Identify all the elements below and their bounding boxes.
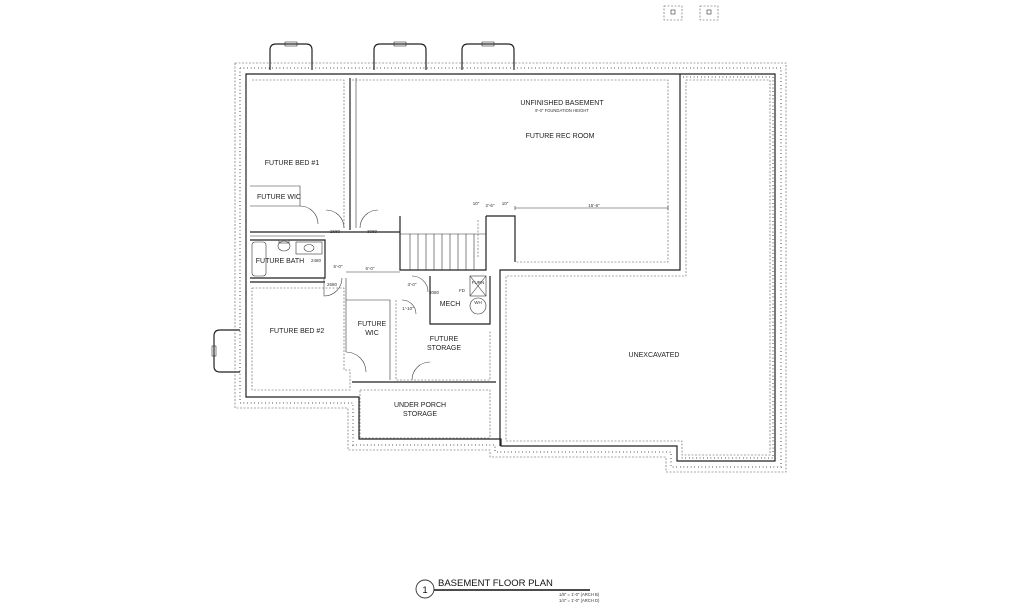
water-heater-tag: WH — [474, 300, 482, 305]
scale-line-1: 1/8" = 1'-0" (ARCH B) — [559, 592, 600, 597]
label-bed2: FUTURE BED #2 — [270, 328, 325, 335]
scale-line-2: 1/4" = 1'-0" (ARCH D) — [559, 598, 600, 603]
label-unexcavated: UNEXCAVATED — [629, 352, 680, 359]
label-wic2-line1: FUTURE — [358, 321, 387, 328]
floor-drain-tag: FD — [459, 288, 466, 293]
label-mech: MECH — [440, 301, 461, 308]
label-bed1: FUTURE BED #1 — [265, 160, 320, 167]
dim-2-6: 2'-6" — [486, 203, 495, 208]
drawing-number: 1 — [422, 585, 427, 596]
dim-2480: 2480 — [311, 258, 322, 263]
label-porch-line1: UNDER PORCH — [394, 402, 446, 409]
dim-10-a: 10" — [473, 201, 480, 206]
title-block: 1 BASEMENT FLOOR PLAN 1/8" = 1'-0" (ARCH… — [415, 578, 600, 603]
label-wic1: FUTURE WIC — [257, 194, 301, 201]
bed1-walls — [250, 79, 400, 237]
label-storage-line1: FUTURE — [430, 336, 459, 343]
label-unfinished-basement: UNFINISHED BASEMENT — [520, 100, 604, 107]
dim-5-0: 5'-0" — [334, 264, 343, 269]
lower-walls — [250, 271, 496, 439]
dim-3-0: 3'-0" — [408, 282, 417, 287]
unexcavated-area — [499, 74, 774, 459]
dim-15-6: 15'-6" — [588, 203, 600, 208]
dim-6-0: 6'-0" — [366, 266, 375, 271]
furnace-tag: FURN — [472, 280, 485, 285]
dim-10-b: 10" — [502, 201, 509, 206]
label-rec-room: FUTURE REC ROOM — [526, 133, 595, 140]
window-wells — [211, 41, 515, 373]
drawing-title: BASEMENT FLOOR PLAN — [438, 578, 553, 589]
stairs — [399, 215, 516, 271]
dim-1-10: 1'-10" — [402, 306, 414, 311]
door-swings — [323, 209, 431, 381]
label-porch-line2: STORAGE — [403, 411, 437, 418]
label-wic2-line2: WIC — [365, 330, 379, 337]
dim-3080-a: 3080 — [367, 229, 378, 234]
dim-2680-b: 2680 — [327, 282, 338, 287]
label-storage-line2: STORAGE — [427, 345, 461, 352]
dim-3080-b: 3080 — [429, 290, 440, 295]
sheet-markers — [663, 5, 719, 21]
label-bath: FUTURE BATH — [256, 258, 304, 265]
dim-2680-a: 2680 — [330, 229, 341, 234]
bathroom — [250, 239, 326, 279]
rec-room-walls — [349, 78, 669, 263]
foundation-outline — [234, 62, 787, 473]
label-foundation-height: 9'-0" FOUNDATION HEIGHT — [535, 108, 589, 113]
